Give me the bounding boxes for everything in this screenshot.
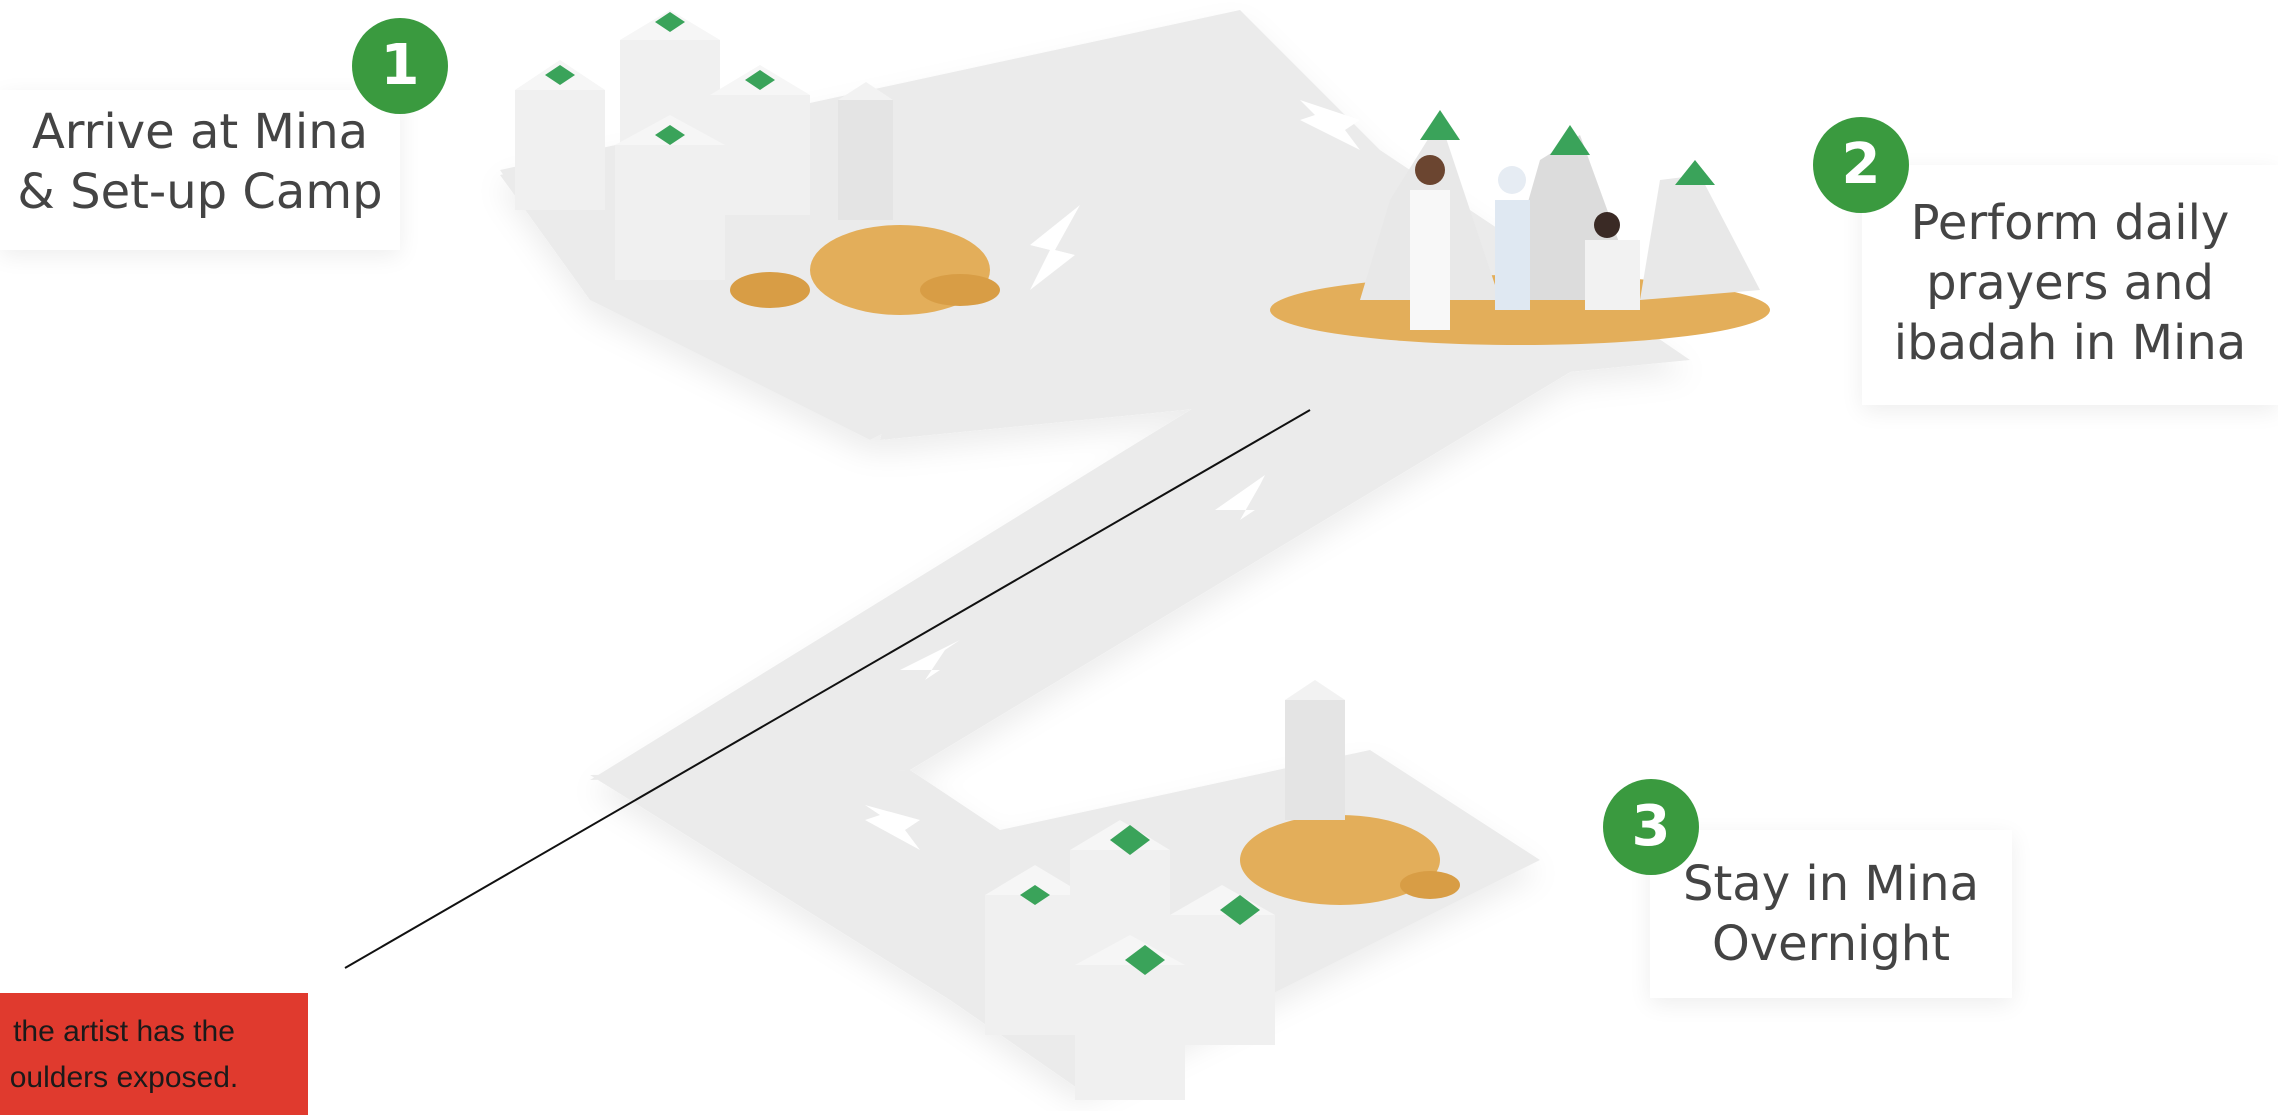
step-3-line-2: Overnight — [1650, 914, 2012, 974]
step-3-label: Stay in Mina Overnight — [1650, 830, 2012, 998]
pilgrim-figure — [1495, 200, 1530, 310]
step-3-badge: 3 — [1603, 779, 1699, 875]
step-2-line-3: ibadah in Mina — [1862, 313, 2278, 373]
tent-icon — [515, 60, 605, 210]
step-3-line-1: Stay in Mina — [1650, 854, 2012, 914]
step-2-line-2: prayers and — [1862, 253, 2278, 313]
annotation-note: the artist has the oulders exposed. — [0, 993, 308, 1115]
pilgrim-figure — [1410, 190, 1450, 330]
pilgrim-figure — [1585, 240, 1640, 310]
tent-icon — [1170, 885, 1275, 1045]
pillar — [1285, 700, 1345, 820]
tent-icon — [1075, 935, 1185, 1100]
step-1-label: Arrive at Mina & Set-up Camp — [0, 90, 400, 250]
note-line-1: the artist has the — [0, 1009, 308, 1055]
step-2-line-1: Perform daily — [1862, 193, 2278, 253]
note-line-2: oulders exposed. — [0, 1055, 308, 1101]
step-1-line-1: Arrive at Mina — [0, 102, 400, 162]
step-1-badge: 1 — [352, 18, 448, 114]
pillar — [838, 100, 893, 220]
step-1-line-2: & Set-up Camp — [0, 162, 400, 222]
step-2-label: Perform daily prayers and ibadah in Mina — [1862, 165, 2278, 405]
tent-icon — [615, 115, 725, 280]
step-2-badge: 2 — [1813, 117, 1909, 213]
